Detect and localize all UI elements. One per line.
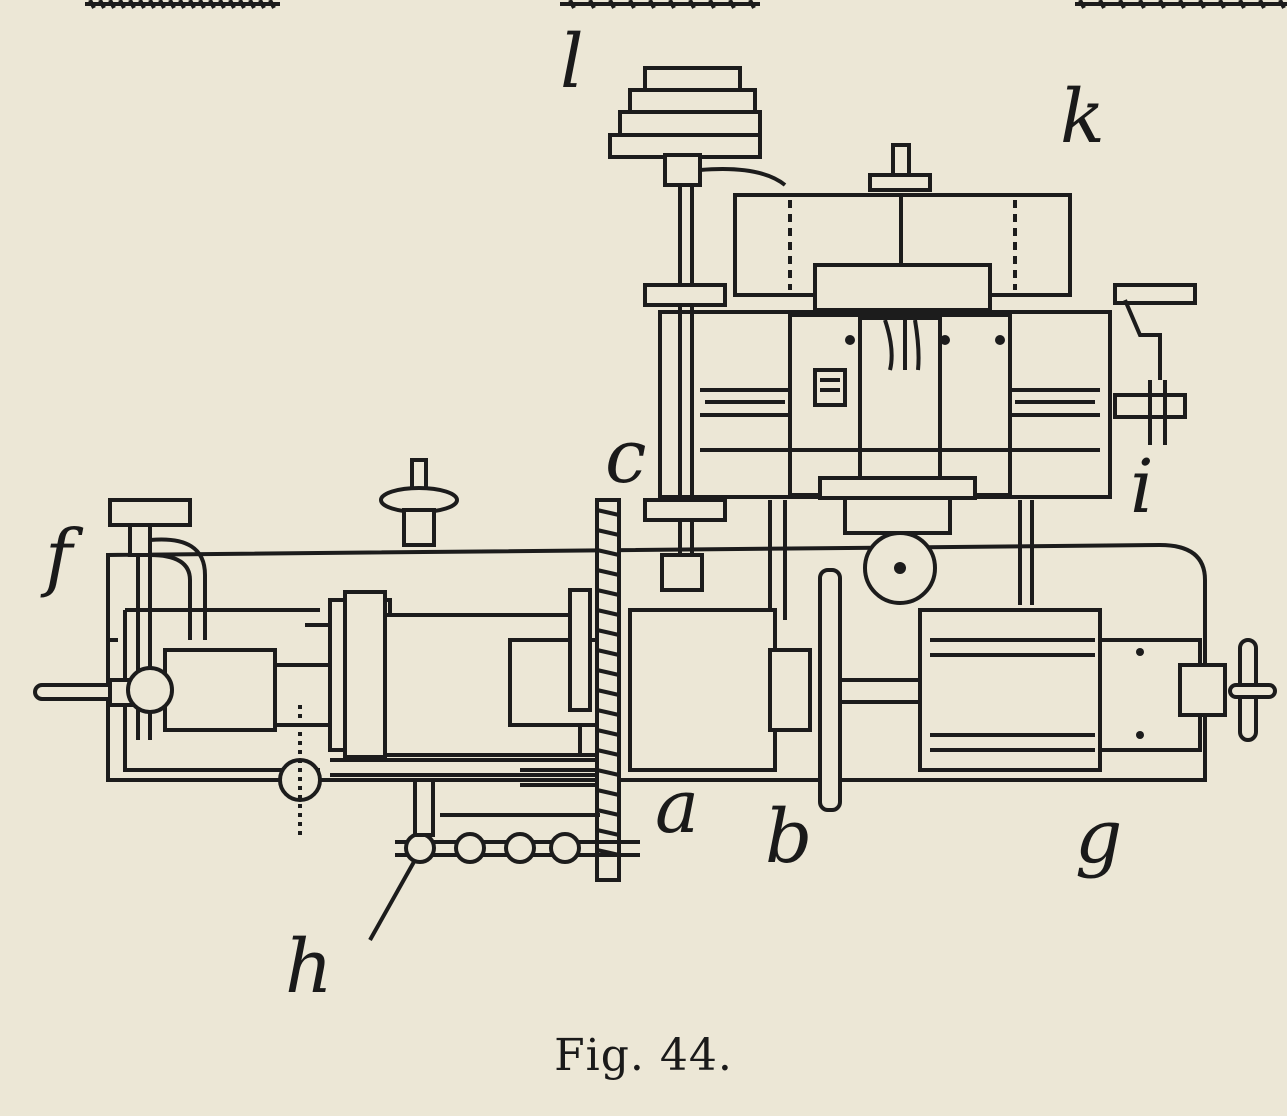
label-a: a [655, 764, 700, 850]
main-gear [520, 498, 621, 882]
label-i: i [1130, 444, 1154, 530]
gear-train [395, 778, 640, 864]
label-g: g [1075, 794, 1123, 880]
label-l: l [560, 19, 584, 105]
label-k: k [1060, 74, 1105, 160]
tailstock [918, 608, 1277, 772]
label-c: c [605, 414, 647, 500]
cone-pulley [608, 66, 787, 592]
label-h: h [285, 924, 333, 1010]
feed-gear [768, 500, 1034, 620]
top-hatch-marks [85, 0, 1287, 9]
figure-caption: Fig. 44. [554, 1030, 733, 1081]
right-lever [1113, 283, 1197, 445]
label-f: f [45, 514, 73, 600]
headstock [33, 590, 602, 835]
label-b: b [765, 794, 813, 880]
spindle-body [628, 568, 1182, 812]
left-crank [108, 498, 207, 740]
upper-head [658, 143, 1112, 535]
bed-knob [379, 458, 459, 547]
leader-lines [368, 859, 417, 941]
